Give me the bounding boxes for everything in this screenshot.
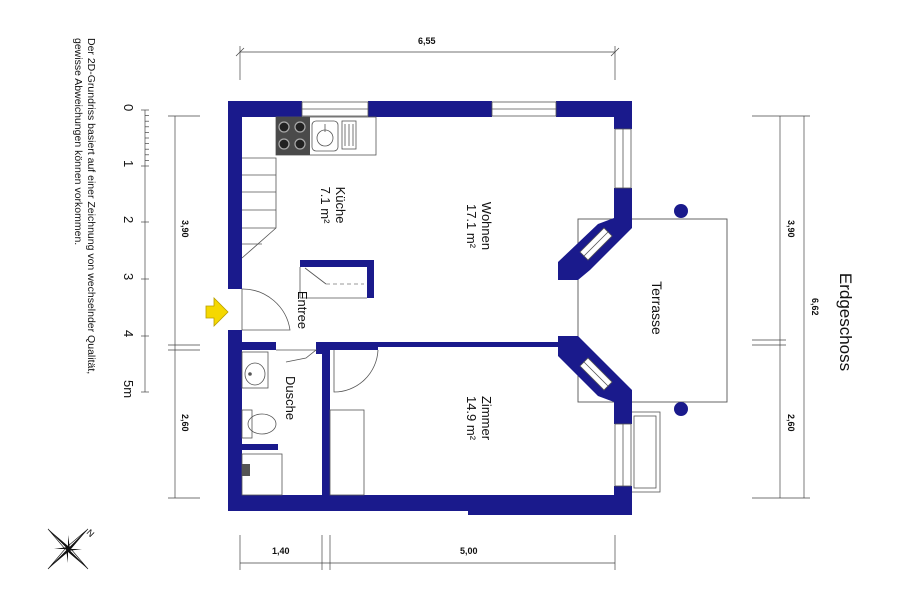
dimension-top: 6,55 xyxy=(235,36,620,80)
compass-icon: N xyxy=(47,527,97,570)
scale-tick-2: 2 xyxy=(121,216,136,223)
room-kueche: Küche 7.1 m² xyxy=(318,187,348,225)
burner xyxy=(294,138,306,150)
doors xyxy=(241,288,379,393)
scale-tick-4: 4 xyxy=(121,330,136,337)
dimension-left: 3,90 2,60 xyxy=(168,115,200,499)
washbasin xyxy=(241,351,269,389)
toilet xyxy=(241,409,253,439)
dimension-right: 3,90 2,60 6,62 xyxy=(752,115,820,499)
bathroom-fixtures xyxy=(241,351,283,496)
disclaimer-line-1: Der 2D-Grundriss basiert auf einer Zeich… xyxy=(85,38,97,374)
scale-tick-5: 5m xyxy=(121,380,136,398)
dimension-top-label: 6,55 xyxy=(418,36,436,46)
room-zimmer-area: 14.9 m² xyxy=(464,396,479,441)
terrace-post xyxy=(674,402,688,416)
dimension-right-upper: 3,90 xyxy=(786,220,796,238)
disclaimer: Der 2D-Grundriss basiert auf einer Zeich… xyxy=(72,38,97,374)
room-wohnen-area: 17.1 m² xyxy=(464,204,479,249)
terrace-post xyxy=(674,204,688,218)
scale-tick-3: 3 xyxy=(121,273,136,280)
floor-title: Erdgeschoss xyxy=(836,273,855,371)
burner xyxy=(278,121,290,133)
burner xyxy=(294,121,306,133)
room-terrasse-name: Terrasse xyxy=(649,281,665,335)
dimension-bottom-right: 5,00 xyxy=(460,546,478,556)
entree-closet xyxy=(299,267,367,299)
dimension-left-upper: 3,90 xyxy=(180,220,190,238)
drainboard xyxy=(341,120,357,150)
dimension-right-lower: 2,60 xyxy=(786,414,796,432)
walls xyxy=(228,101,632,515)
stairs xyxy=(241,157,277,259)
scale-bar: 0 1 2 3 4 5m xyxy=(121,104,149,398)
dimension-bottom: 1,40 5,00 xyxy=(239,535,616,570)
scale-tick-1: 1 xyxy=(121,160,136,167)
burner xyxy=(278,138,290,150)
room-entree-name: Entree xyxy=(295,291,310,329)
windows xyxy=(301,101,632,487)
zimmer-closet xyxy=(329,409,365,496)
room-kueche-area: 7.1 m² xyxy=(318,187,333,225)
disclaimer-line-2: gewisse Abweichungen können vorkommen. xyxy=(72,38,84,245)
compass-north-label: N xyxy=(85,527,97,539)
sink xyxy=(311,120,339,152)
room-kueche-name: Küche xyxy=(333,187,348,224)
scale-tick-0: 0 xyxy=(121,104,136,111)
dimension-left-lower: 2,60 xyxy=(180,414,190,432)
dimension-bottom-left: 1,40 xyxy=(272,546,290,556)
dimension-right-total: 6,62 xyxy=(810,298,820,316)
entrance-arrow-icon xyxy=(205,297,229,327)
room-zimmer: Zimmer 14.9 m² xyxy=(464,396,494,441)
room-dusche-name: Dusche xyxy=(283,376,298,420)
kitchen-counter xyxy=(275,116,377,156)
room-zimmer-name: Zimmer xyxy=(479,396,494,441)
room-wohnen: Wohnen 17.1 m² xyxy=(464,202,494,250)
room-wohnen-name: Wohnen xyxy=(479,202,494,250)
